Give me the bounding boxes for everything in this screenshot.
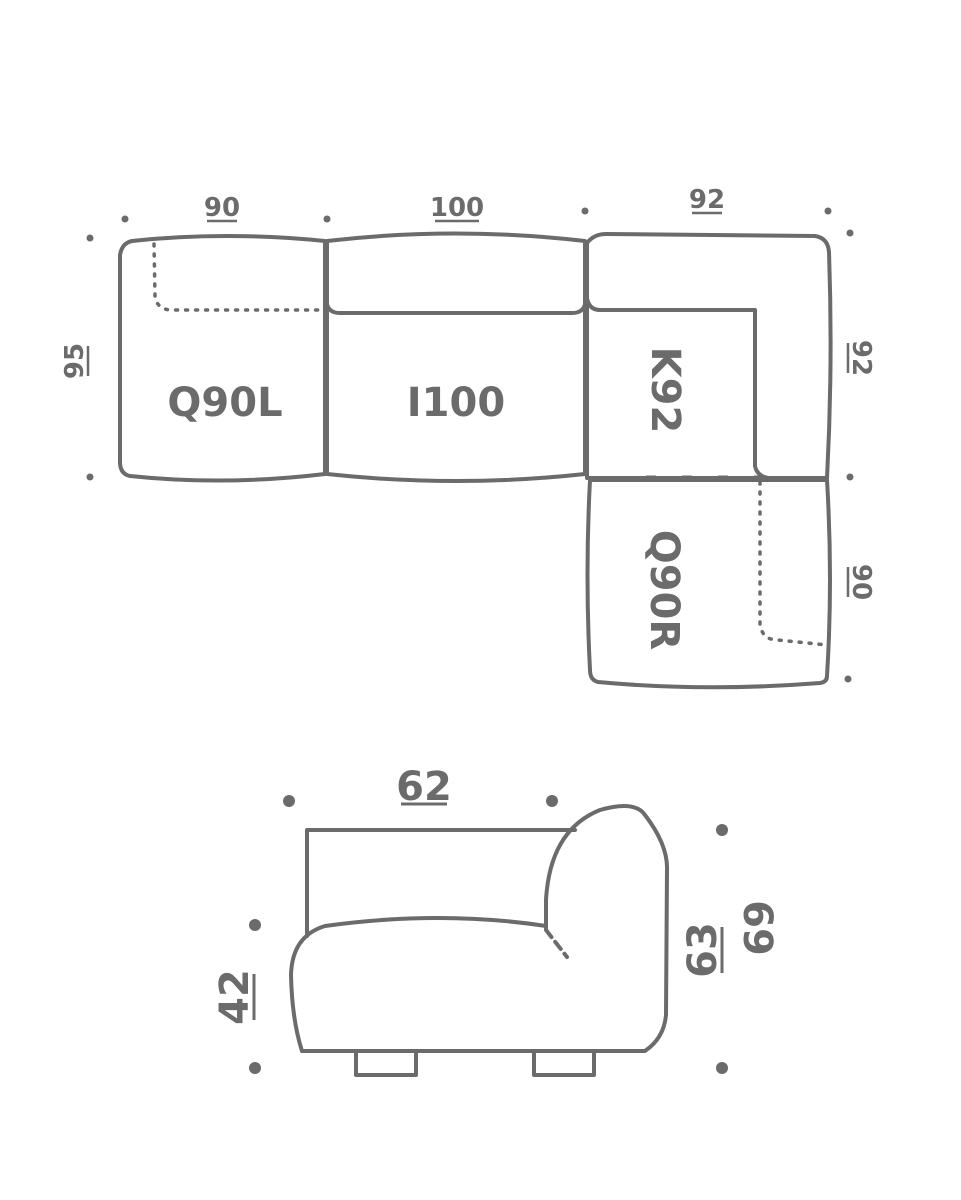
svg-text:92: 92 xyxy=(846,340,876,376)
dim-k92-width: 92 xyxy=(689,185,725,215)
dim-back-height: 63 xyxy=(680,922,726,978)
dim-q90l-width: 90 xyxy=(204,193,240,223)
side-reference-dots xyxy=(249,795,728,1074)
dim-depth-left: 95 xyxy=(60,343,90,379)
svg-text:63: 63 xyxy=(680,922,726,978)
svg-text:Q90R: Q90R xyxy=(641,530,687,650)
svg-text:62: 62 xyxy=(396,764,452,810)
dim-k92-depth: 92 xyxy=(846,340,876,376)
svg-text:I100: I100 xyxy=(407,380,505,426)
dim-q90r-depth: 90 xyxy=(846,564,876,600)
svg-text:K92: K92 xyxy=(642,347,688,434)
module-q90l: Q90L xyxy=(118,234,327,483)
plan-view: 90 100 92 95 92 90 xyxy=(60,185,876,690)
svg-text:95: 95 xyxy=(60,343,90,379)
dim-i100-width: 100 xyxy=(430,193,484,223)
module-q90r: Q90R xyxy=(585,478,832,690)
dim-seat-height: 42 xyxy=(212,969,258,1025)
side-view: 62 42 63 69 xyxy=(212,764,780,1077)
dim-total-height: 69 xyxy=(734,900,780,956)
svg-text:92: 92 xyxy=(689,185,725,215)
svg-text:100: 100 xyxy=(430,193,484,223)
svg-text:42: 42 xyxy=(212,969,258,1025)
sofa-side-profile xyxy=(289,804,670,1077)
svg-text:Q90L: Q90L xyxy=(167,380,282,426)
svg-text:90: 90 xyxy=(846,564,876,600)
dim-seat-depth: 62 xyxy=(396,764,452,810)
module-i100: I100 xyxy=(325,231,587,483)
plan-reference-dots xyxy=(86,207,854,683)
module-k92: K92 xyxy=(585,232,833,480)
svg-text:90: 90 xyxy=(204,193,240,223)
svg-text:69: 69 xyxy=(734,900,780,956)
